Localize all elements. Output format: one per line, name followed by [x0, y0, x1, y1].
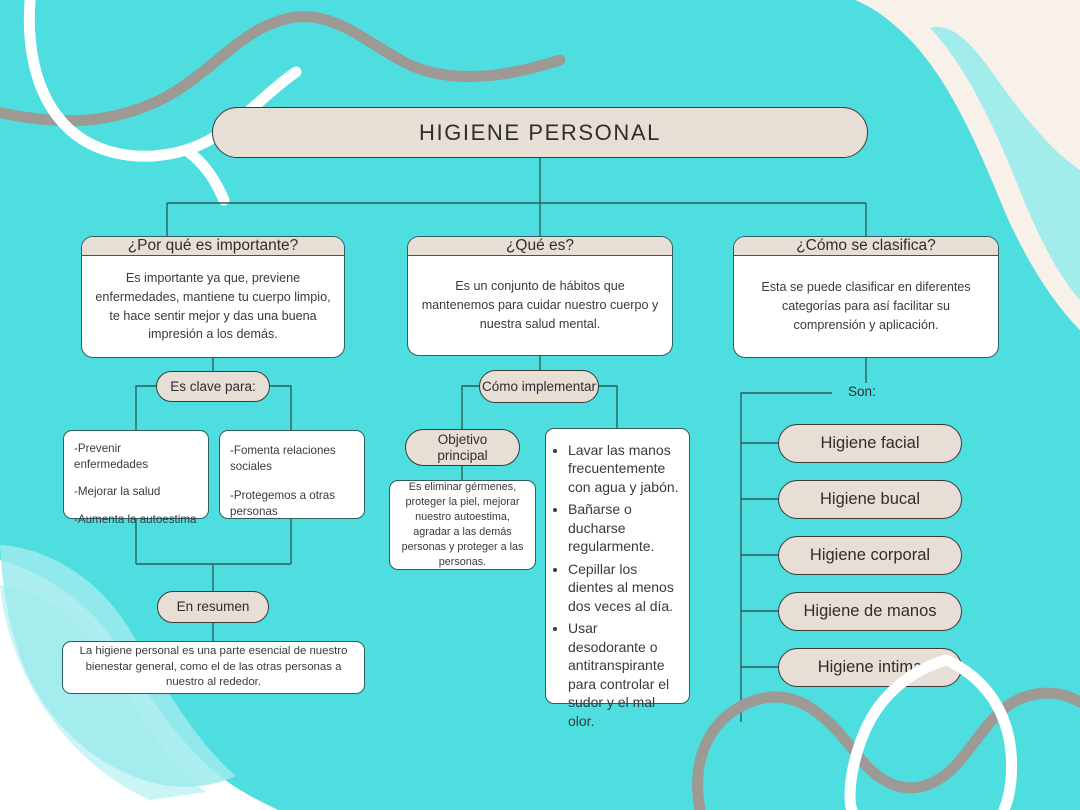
pill-en-resumen-label: En resumen	[176, 599, 250, 615]
category-pill-manos[interactable]: Higiene de manos	[778, 592, 962, 631]
list-item: -Mejorar la salud	[74, 485, 161, 499]
pill-es-clave-para[interactable]: Es clave para:	[156, 371, 270, 402]
category-label: Higiene bucal	[820, 490, 920, 508]
pale-teal-top-right	[930, 27, 1080, 301]
line-left-pill-split-left	[135, 385, 163, 430]
list-item: -Fomenta relaciones sociales	[230, 444, 336, 473]
category-pill-bucal[interactable]: Higiene bucal	[778, 480, 962, 519]
card-importance-body: Es importante ya que, previene enfermeda…	[95, 270, 331, 342]
box-steps[interactable]: Lavar las manos frecuentemente con agua …	[545, 428, 690, 729]
list-item: -Prevenir enfermedades	[74, 442, 149, 471]
line-son-to-spine	[740, 392, 832, 722]
category-label: Higiene facial	[820, 434, 920, 452]
pill-objetivo-principal[interactable]: Objetivo principal	[405, 429, 520, 466]
pill-es-clave-para-label: Es clave para:	[170, 378, 256, 394]
card-classification[interactable]: ¿Cómo se clasifica? Esta se puede clasif…	[733, 236, 999, 358]
category-pill-facial[interactable]: Higiene facial	[778, 424, 962, 463]
pill-objetivo-principal-label: Objetivo principal	[437, 431, 488, 463]
box-objetivo-text[interactable]: Es eliminar gérmenes, proteger la piel, …	[389, 480, 536, 570]
box-summary[interactable]: La higiene personal es una parte esencia…	[62, 641, 365, 694]
line-mid-pill-split-right	[598, 385, 618, 428]
card-what-is-body: Es un conjunto de hábitos que mantenemos…	[421, 279, 659, 331]
list-item: Cepillar los dientes al menos dos veces …	[568, 560, 679, 615]
category-label: Higiene intima	[817, 658, 923, 676]
card-what-is[interactable]: ¿Qué es? Es un conjunto de hábitos que m…	[407, 236, 673, 356]
card-what-is-title: ¿Qué es?	[408, 237, 672, 256]
pill-como-implementar-label: Cómo implementar	[481, 378, 597, 394]
card-importance[interactable]: ¿Por qué es importante? Es importante ya…	[81, 236, 345, 358]
card-classification-title: ¿Cómo se clasifica?	[734, 237, 998, 256]
category-pill-corporal[interactable]: Higiene corporal	[778, 536, 962, 575]
card-classification-body: Esta se puede clasificar en diferentes c…	[761, 280, 971, 332]
label-son: Son:	[848, 384, 876, 399]
list-item: -Aumenta la autoestima	[74, 512, 197, 526]
category-pill-intima[interactable]: Higiene intima	[778, 648, 962, 687]
white-ribbon-top-left-2	[180, 144, 230, 206]
box-summary-text: La higiene personal es una parte esencia…	[79, 644, 348, 689]
pill-como-implementar[interactable]: Cómo implementar	[479, 370, 599, 403]
list-item: Lavar las manos frecuentemente con agua …	[568, 441, 679, 496]
list-item: Bañarse o ducharse regularmente.	[568, 500, 679, 555]
line-mid-pill-split-left	[461, 385, 481, 430]
list-item: Usar desodorante o antitranspirante para…	[568, 619, 679, 730]
root-title: HIGIENE PERSONAL	[419, 119, 661, 145]
steps-list: Lavar las manos frecuentemente con agua …	[546, 441, 685, 730]
box-objetivo-text-content: Es eliminar gérmenes, proteger la piel, …	[401, 480, 524, 569]
pill-en-resumen[interactable]: En resumen	[157, 591, 269, 623]
category-label: Higiene de manos	[803, 602, 937, 620]
category-label: Higiene corporal	[809, 546, 931, 564]
gray-ribbon-top-left	[0, 11, 566, 127]
list-item: -Protegemos a otras personas	[230, 489, 336, 518]
cream-blob-top-right-outer	[855, 0, 1080, 330]
root-node[interactable]: HIGIENE PERSONAL	[212, 107, 868, 158]
box-importance-list-right[interactable]: -Fomenta relaciones sociales -Protegemos…	[219, 430, 365, 519]
line-left-pill-split-right	[263, 385, 292, 430]
box-importance-list-left[interactable]: -Prevenir enfermedades -Mejorar la salud…	[63, 430, 209, 526]
card-importance-title: ¿Por qué es importante?	[82, 237, 344, 256]
